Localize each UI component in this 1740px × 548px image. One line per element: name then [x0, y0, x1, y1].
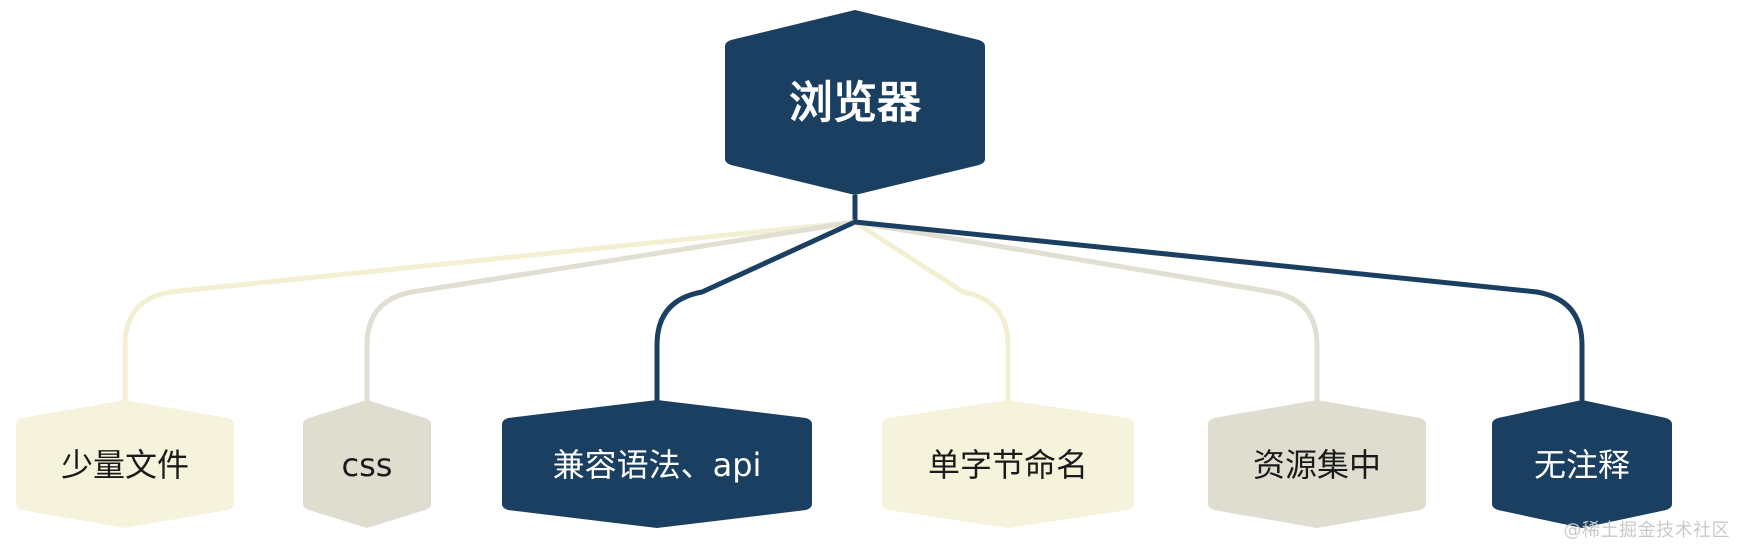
root-node-label: 浏览器 — [789, 78, 922, 129]
connectors — [122, 195, 1585, 405]
child-node-6: 无注释 — [1492, 400, 1672, 528]
connector-2 — [364, 219, 858, 405]
watermark: @稀土掘金技术社区 — [1563, 520, 1730, 541]
connector-5 — [852, 219, 1320, 405]
connector-3 — [654, 219, 858, 405]
child-node-shape — [1208, 400, 1426, 528]
child-node-label: 单字节命名 — [928, 446, 1088, 484]
connector-4 — [852, 219, 1011, 405]
child-node-label: 无注释 — [1534, 446, 1630, 484]
child-node-label: 兼容语法、api — [553, 446, 762, 484]
child-node-shape — [303, 400, 431, 528]
child-node-shape — [882, 400, 1134, 528]
child-nodes: 少量文件 css 兼容语法、api 单字节命名 资源集中 无注释 — [16, 400, 1672, 528]
child-node-3: 兼容语法、api — [502, 400, 812, 528]
child-node-shape — [502, 400, 812, 528]
child-node-label: 少量文件 — [61, 446, 189, 484]
child-node-4: 单字节命名 — [882, 400, 1134, 528]
child-node-2: css — [303, 400, 431, 528]
connector-1 — [122, 219, 858, 405]
root-node: 浏览器 — [725, 10, 985, 195]
child-node-shape — [1492, 400, 1672, 528]
child-node-shape — [16, 400, 234, 528]
child-node-1: 少量文件 — [16, 400, 234, 528]
root-node-shape — [725, 10, 985, 195]
connector-6 — [852, 219, 1585, 405]
child-node-label: 资源集中 — [1253, 446, 1381, 484]
child-node-5: 资源集中 — [1208, 400, 1426, 528]
child-node-label: css — [342, 446, 393, 484]
